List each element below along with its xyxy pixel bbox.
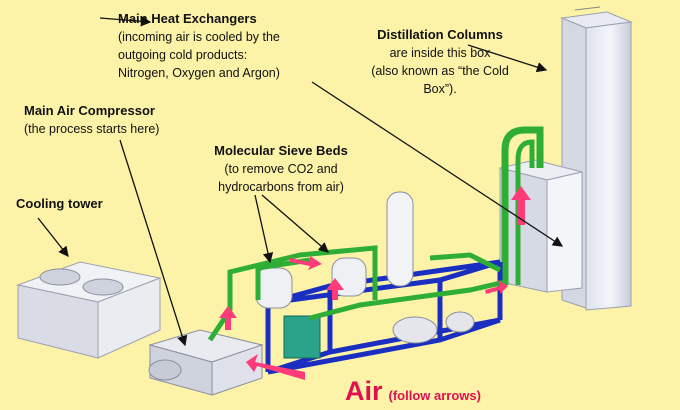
heat-exchanger-desc-3: Nitrogen, Oxygen and Argon)	[118, 66, 280, 80]
distillation-desc-2: (also known as “the Cold	[371, 64, 509, 78]
distillation-title: Distillation Columns	[377, 27, 503, 42]
cooling-tower-label: Cooling tower	[16, 195, 103, 213]
air-compressor-illustration	[148, 329, 264, 396]
compressor-desc-1: (the process starts here)	[24, 122, 160, 136]
sieve-title: Molecular Sieve Beds	[214, 143, 348, 158]
air-label-main: Air	[345, 376, 383, 406]
compressor-title: Main Air Compressor	[24, 103, 155, 118]
air-flow-arrows	[219, 186, 531, 380]
callout-lines	[37, 16, 564, 347]
sieve-label: Molecular Sieve Beds (to remove CO2 and …	[186, 142, 376, 196]
process-skid-frame	[265, 259, 503, 375]
heat-exchanger-box	[499, 159, 583, 293]
sieve-desc-2: hydrocarbons from air)	[218, 180, 344, 194]
heat-exchanger-desc-2: outgoing cold products:	[118, 48, 248, 62]
distillation-desc-3: Box”).	[423, 82, 457, 96]
distillation-label: Distillation Columns are inside this box…	[340, 26, 540, 98]
heat-exchanger-label: Main Heat Exchangers (incoming air is co…	[118, 10, 280, 82]
riser-pipes	[501, 126, 544, 285]
heat-exchanger-title: Main Heat Exchangers	[118, 11, 257, 26]
compressor-label: Main Air Compressor (the process starts …	[24, 102, 159, 138]
cooling-tower-title: Cooling tower	[16, 196, 103, 211]
air-label-note: (follow arrows)	[388, 388, 481, 403]
air-label: Air (follow arrows)	[345, 376, 481, 407]
sieve-desc-1: (to remove CO2 and	[224, 162, 338, 176]
heat-exchanger-desc-1: (incoming air is cooled by the	[118, 30, 280, 44]
cooling-tower-illustration	[16, 261, 162, 359]
distillation-desc-1: are inside this box	[389, 46, 491, 60]
skid-equipment	[283, 311, 475, 359]
